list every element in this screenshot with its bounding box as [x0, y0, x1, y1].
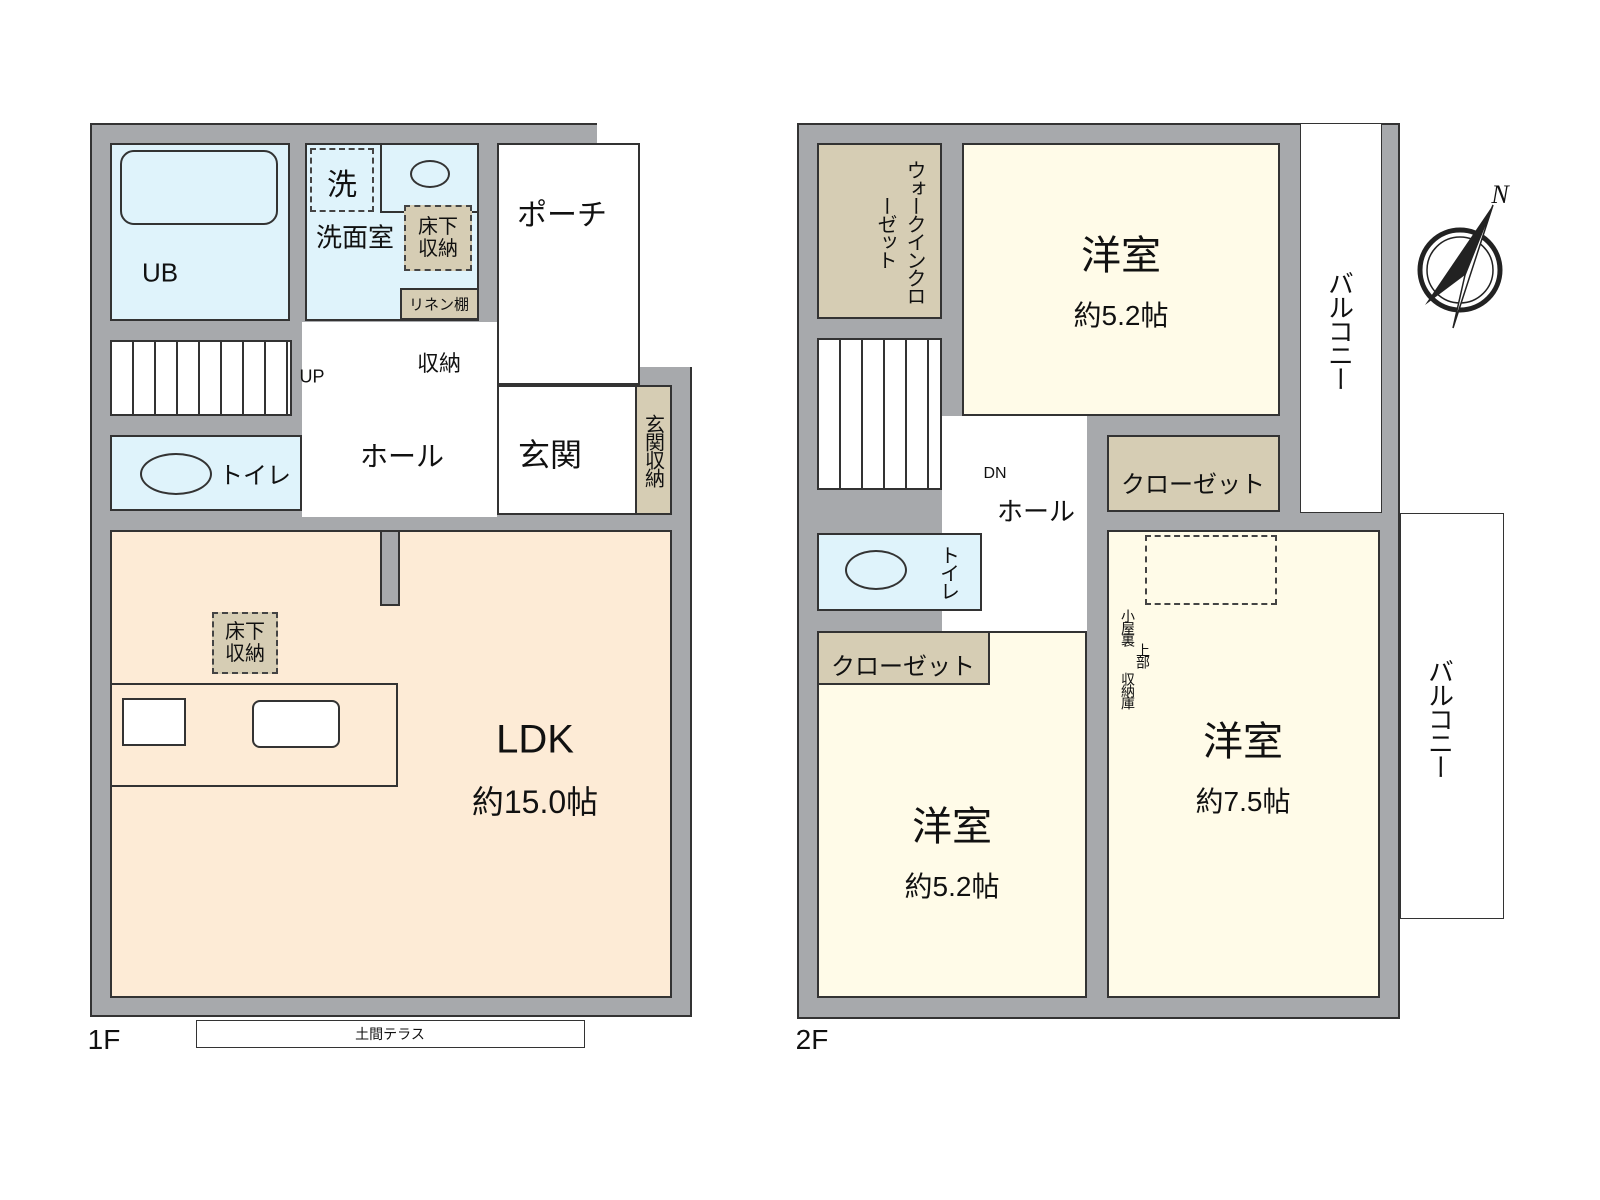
ub-label: UB — [141, 257, 179, 288]
balcony-upper-label: バルコニー — [1324, 270, 1355, 390]
bedroom-1-label: 洋室 — [1081, 234, 1161, 278]
attic-label-2: 上部 — [1135, 643, 1151, 667]
underfloor-wash-label: 床下収納 — [418, 216, 458, 260]
washer-label: 洗 — [327, 169, 357, 202]
bedroom-2-label: 洋室 — [912, 805, 992, 849]
1f-stairs — [110, 340, 292, 416]
toilet-bowl-icon — [140, 453, 212, 495]
entrance-storage-label: 玄関収納 — [641, 414, 664, 486]
bathtub-icon — [120, 150, 278, 225]
1f-label: 1F — [87, 1024, 121, 1055]
sink-basin-icon — [410, 160, 450, 188]
2f-bedroom-1 — [962, 143, 1280, 416]
attic-storage-dashed — [1145, 535, 1277, 605]
closet-1-label: クローゼット — [1121, 471, 1265, 499]
hall-label: ホール — [359, 441, 445, 472]
washroom-label: 洗面室 — [315, 222, 395, 253]
porch-label: ポーチ — [517, 199, 607, 232]
underfloor-storage-wash — [404, 205, 472, 271]
compass-north-label: N — [1491, 180, 1509, 209]
wic-label: ウォークインクローゼット — [874, 160, 925, 304]
2f-toilet — [817, 533, 982, 611]
2f-bedroom-3 — [1107, 530, 1380, 998]
1f-ub — [110, 143, 290, 321]
bedroom-1-size: 約5.2帖 — [1073, 300, 1169, 331]
toilet-label: トイレ — [219, 462, 291, 490]
kitchen-sink-icon — [252, 700, 340, 748]
cooktop-icon — [122, 698, 186, 746]
terrace — [196, 1020, 585, 1048]
bedroom-2-size: 約5.2帖 — [904, 871, 1000, 902]
attic-label: 小屋裏 — [1120, 609, 1136, 645]
toilet-bowl-icon-2f — [845, 550, 907, 590]
balcony-lower-label: バルコニー — [1424, 658, 1455, 778]
balcony-lower — [1400, 513, 1504, 919]
terrace-label: 土間テラス — [355, 1026, 425, 1042]
underfloor-storage-ldk — [212, 612, 278, 674]
bedroom-3-size: 約7.5帖 — [1195, 786, 1291, 817]
1f-entrance-storage — [635, 385, 672, 515]
2f-hall-label: ホール — [996, 496, 1076, 527]
2f-stairs — [817, 338, 942, 490]
2f-closet-2 — [817, 631, 990, 685]
1f-entrance — [497, 385, 637, 515]
underfloor-ldk-label: 床下収納 — [225, 621, 265, 665]
storage-label: 収納 — [416, 351, 462, 376]
2f-bedroom-2 — [817, 631, 1087, 998]
1f-porch — [497, 143, 640, 385]
2f-label: 2F — [795, 1024, 829, 1055]
bedroom-3-label: 洋室 — [1203, 720, 1283, 764]
ldk-partial-wall — [380, 530, 400, 606]
2f-toilet-label: トイレ — [936, 545, 959, 599]
ldk-label: LDK — [496, 717, 574, 762]
balcony-upper — [1300, 123, 1382, 513]
1f-linen — [400, 288, 479, 320]
1f-hall — [302, 322, 497, 517]
closet-2-label: クローゼット — [831, 653, 975, 681]
compass-icon — [1417, 204, 1503, 329]
ldk-size: 約15.0帖 — [471, 784, 599, 820]
up-label: UP — [299, 366, 325, 387]
linen-label: リネン棚 — [408, 296, 470, 314]
dn-label: DN — [983, 465, 1007, 482]
2f-closet-1 — [1107, 435, 1280, 512]
attic-label-3: 収納庫 — [1120, 672, 1136, 708]
entrance-label: 玄関 — [517, 437, 583, 473]
washer-area — [310, 148, 374, 212]
2f-wic — [817, 143, 942, 319]
